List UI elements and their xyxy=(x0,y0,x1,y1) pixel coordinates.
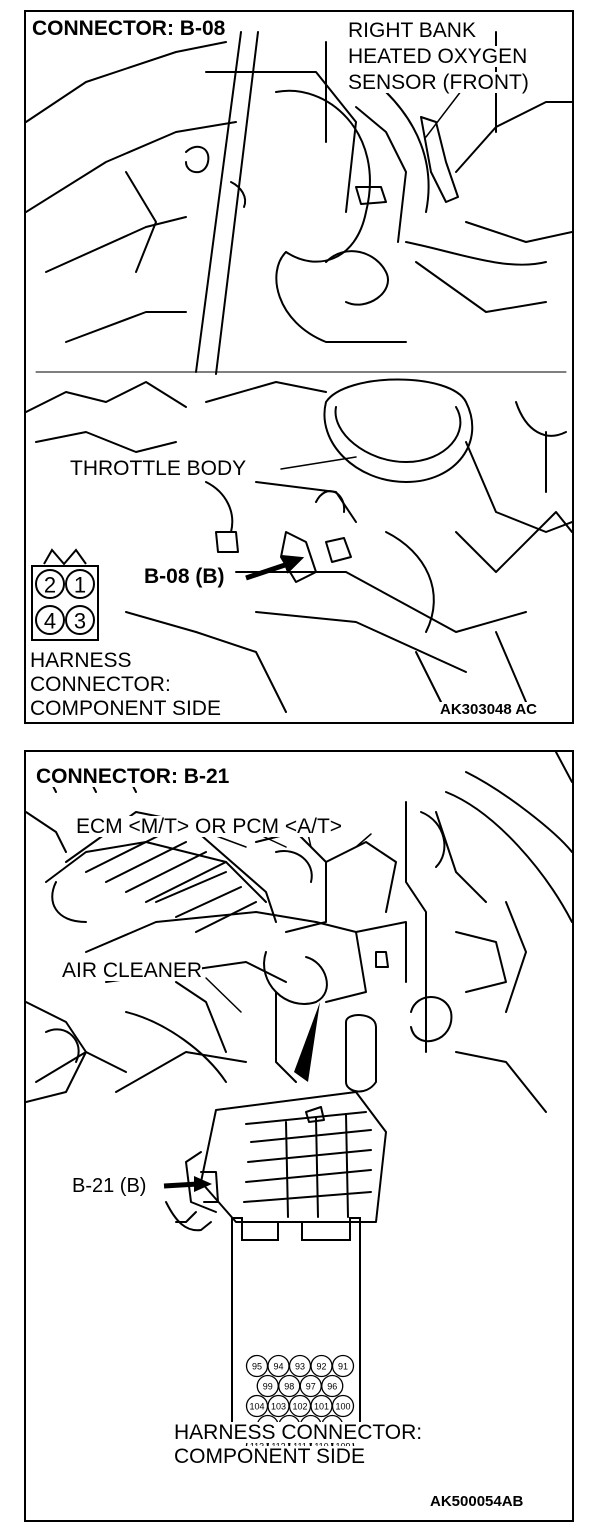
figure-code: AK500054AB xyxy=(430,1493,524,1510)
module-label: ECM <M/T> OR PCM <A/T> xyxy=(76,815,343,838)
pin-1 xyxy=(65,569,95,599)
pin-100 xyxy=(331,1394,355,1418)
pin-91 xyxy=(331,1354,355,1378)
pin-label: 3 xyxy=(74,609,86,634)
pin-label: 97 xyxy=(306,1382,316,1392)
pin-4 xyxy=(35,605,65,635)
pin-label: 1 xyxy=(74,573,86,598)
pin-label: 91 xyxy=(338,1362,348,1372)
b08-pin-diagram: 2 1 4 3 xyxy=(31,548,99,641)
engine-bay-illustration-b08 xyxy=(26,31,572,713)
pin-3 xyxy=(65,605,95,635)
pin-label: 100 xyxy=(335,1402,350,1412)
pin-label: 94 xyxy=(273,1362,283,1372)
pin-label: 99 xyxy=(263,1382,273,1392)
pin-label: 95 xyxy=(252,1362,262,1372)
b08-connector-callout: B-08 (B) xyxy=(144,565,225,588)
connector-title: CONNECTOR: B-08 xyxy=(32,17,226,40)
pin-label: 101 xyxy=(314,1402,329,1412)
b21-connector-callout: B-21 (B) xyxy=(72,1175,147,1197)
sensor-label-line-1: RIGHT BANK xyxy=(348,19,476,42)
figure-code: AK303048 AC xyxy=(440,701,537,718)
connector-title: CONNECTOR: B-21 xyxy=(36,765,230,788)
harness-label-line-2: CONNECTOR: xyxy=(30,673,171,696)
pin-label: 92 xyxy=(316,1362,326,1372)
pin-label: 103 xyxy=(271,1402,286,1412)
harness-label-line-2: COMPONENT SIDE xyxy=(174,1445,365,1468)
throttle-body-label: THROTTLE BODY xyxy=(70,457,247,480)
pin-label: 93 xyxy=(295,1362,305,1372)
pin-96 xyxy=(321,1374,344,1398)
connector-b21-panel: 9594939291999897961041031021011001081071… xyxy=(24,750,574,1522)
pin-label: 98 xyxy=(284,1382,294,1392)
pin-label: 96 xyxy=(327,1382,337,1392)
pin-label: 2 xyxy=(44,573,56,598)
sensor-label-line-2: HEATED OXYGEN xyxy=(348,45,528,68)
pin-label: 102 xyxy=(292,1402,307,1412)
pin-2 xyxy=(35,569,65,599)
harness-label-line-1: HARNESS xyxy=(30,649,132,672)
connector-b08-panel: 2 1 4 3 CONNECTOR: B-08 RIGHT BANK HEATE… xyxy=(24,10,574,724)
pin-label: 104 xyxy=(249,1402,264,1412)
air-cleaner-label: AIR CLEANER xyxy=(62,959,203,982)
harness-label-line-3: COMPONENT SIDE xyxy=(30,697,221,720)
harness-label-line-1: HARNESS CONNECTOR: xyxy=(174,1421,423,1444)
sensor-label-line-3: SENSOR (FRONT) xyxy=(348,71,529,94)
pin-label: 4 xyxy=(44,609,56,634)
engine-bay-illustration-b21 xyxy=(26,752,572,1443)
